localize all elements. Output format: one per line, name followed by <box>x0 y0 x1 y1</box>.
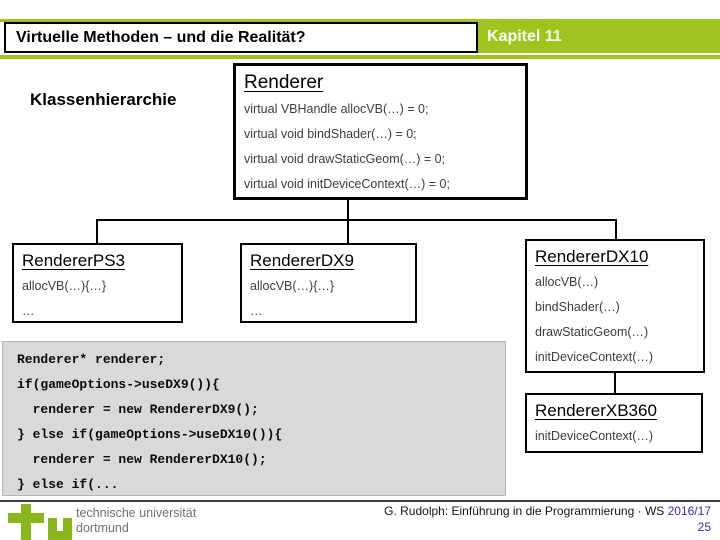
uml-class-rendererdx9: RendererDX9 allocVB(…){…} … <box>240 243 417 323</box>
uml-method: initDeviceContext(…) <box>535 350 654 364</box>
footer-divider <box>0 500 720 502</box>
uml-class-title: RendererXB360 <box>535 401 657 420</box>
code-snippet: Renderer* renderer; if(gameOptions->useD… <box>2 341 506 496</box>
uml-method: virtual void drawStaticGeom(…) = 0; <box>244 152 446 166</box>
university-name: technische universität dortmund <box>76 506 196 536</box>
tu-dortmund-logo-icon <box>8 504 72 540</box>
uml-class-renderer: Renderer virtual VBHandle allocVB(…) = 0… <box>233 63 528 200</box>
code-line: renderer = new RendererDX9(); <box>17 402 259 417</box>
uml-class-title: RendererPS3 <box>22 251 126 270</box>
credit-line: G. Rudolph: Einführung in die Programmie… <box>384 503 711 519</box>
uml-class-rendererps3: RendererPS3 allocVB(…){…} … <box>12 243 183 323</box>
uml-method: allocVB(…) <box>535 275 599 289</box>
uml-class-rendererdx10: RendererDX10 allocVB(…) bindShader(…) dr… <box>525 239 705 373</box>
connector-base-stem <box>347 200 349 219</box>
code-line: renderer = new RendererDX10(); <box>17 452 267 467</box>
page-number: 25 <box>697 520 711 534</box>
uml-class-title: RendererDX9 <box>250 251 354 270</box>
header-bottom-rule <box>0 55 720 59</box>
uml-method: allocVB(…){…} <box>250 279 335 293</box>
uml-method: allocVB(…){…} <box>22 279 107 293</box>
slide-title: Virtuelle Methoden – und die Realität? <box>16 28 306 46</box>
uml-method: virtual void bindShader(…) = 0; <box>244 127 417 141</box>
connector-drop-dx9 <box>347 219 349 243</box>
code-line: Renderer* renderer; <box>17 352 166 367</box>
code-line: } else if(... <box>17 477 119 492</box>
uml-method: drawStaticGeom(…) <box>535 325 649 339</box>
uml-class-title: RendererDX10 <box>535 247 649 266</box>
credit-term: 2016/17 <box>667 504 711 518</box>
uml-class-title: Renderer <box>244 72 324 93</box>
uml-method: initDeviceContext(…) <box>535 429 654 443</box>
chapter-label: Kapitel 11 <box>487 28 562 45</box>
uml-class-rendererxb360: RendererXB360 initDeviceContext(…) <box>525 393 703 453</box>
connector-horizontal <box>96 219 617 221</box>
uml-method: bindShader(…) <box>535 300 620 314</box>
uml-method: … <box>250 304 263 318</box>
connector-dx10-xb360 <box>614 373 616 393</box>
credit-text: G. Rudolph: Einführung in die Programmie… <box>384 504 668 518</box>
uml-method: virtual void initDeviceContext(…) = 0; <box>244 177 450 191</box>
connector-drop-ps3 <box>96 219 98 243</box>
footer-credit: G. Rudolph: Einführung in die Programmie… <box>384 503 711 535</box>
uml-method: virtual VBHandle allocVB(…) = 0; <box>244 102 429 116</box>
university-name-line2: dortmund <box>76 521 129 535</box>
code-line: } else if(gameOptions->useDX10()){ <box>17 427 283 442</box>
connector-drop-dx10 <box>615 219 617 239</box>
slide-title-box: Virtuelle Methoden – und die Realität? <box>4 22 478 53</box>
uml-method: … <box>22 304 35 318</box>
university-name-line1: technische universität <box>76 506 197 520</box>
chapter-badge: Kapitel 11 <box>478 21 720 53</box>
code-line: if(gameOptions->useDX9()){ <box>17 377 220 392</box>
header-top-rule <box>0 19 720 22</box>
section-label: Klassenhierarchie <box>30 90 177 109</box>
